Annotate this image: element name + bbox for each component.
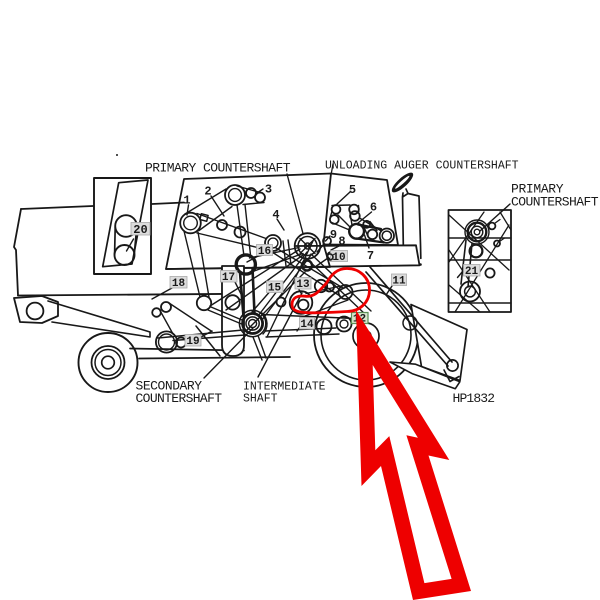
svg-text:3: 3 xyxy=(265,183,272,197)
svg-text:11: 11 xyxy=(392,276,406,288)
svg-text:UNLOADING AUGER COUNTERSHAFT: UNLOADING AUGER COUNTERSHAFT xyxy=(325,160,519,173)
svg-text:13: 13 xyxy=(296,279,310,291)
svg-text:SHAFT: SHAFT xyxy=(243,393,278,406)
svg-text:19: 19 xyxy=(186,336,199,348)
svg-text:6: 6 xyxy=(370,201,377,215)
svg-text:1: 1 xyxy=(183,194,190,208)
svg-text:COUNTERSHAFT: COUNTERSHAFT xyxy=(511,195,599,210)
svg-text:HP1832: HP1832 xyxy=(453,391,495,406)
svg-text:15: 15 xyxy=(268,283,282,295)
svg-text:SECONDARY: SECONDARY xyxy=(136,379,203,394)
svg-text:17: 17 xyxy=(222,272,235,284)
svg-text:18: 18 xyxy=(172,278,186,290)
svg-text:9: 9 xyxy=(330,228,337,242)
svg-text:20: 20 xyxy=(133,223,147,237)
svg-text:14: 14 xyxy=(300,319,314,331)
svg-text:PRIMARY: PRIMARY xyxy=(511,182,564,197)
svg-text:5: 5 xyxy=(349,183,356,197)
svg-text:7: 7 xyxy=(367,249,374,263)
svg-text:4: 4 xyxy=(272,208,279,222)
svg-text:16: 16 xyxy=(258,246,271,258)
svg-text:PRIMARY COUNTERSHAFT: PRIMARY COUNTERSHAFT xyxy=(145,161,291,176)
svg-text:8: 8 xyxy=(338,235,345,249)
svg-text:21: 21 xyxy=(465,266,479,278)
svg-text:COUNTERSHAFT: COUNTERSHAFT xyxy=(136,391,223,406)
svg-text:10: 10 xyxy=(332,252,345,264)
svg-text:INTERMEDIATE: INTERMEDIATE xyxy=(243,381,326,394)
svg-text:2: 2 xyxy=(204,185,211,199)
